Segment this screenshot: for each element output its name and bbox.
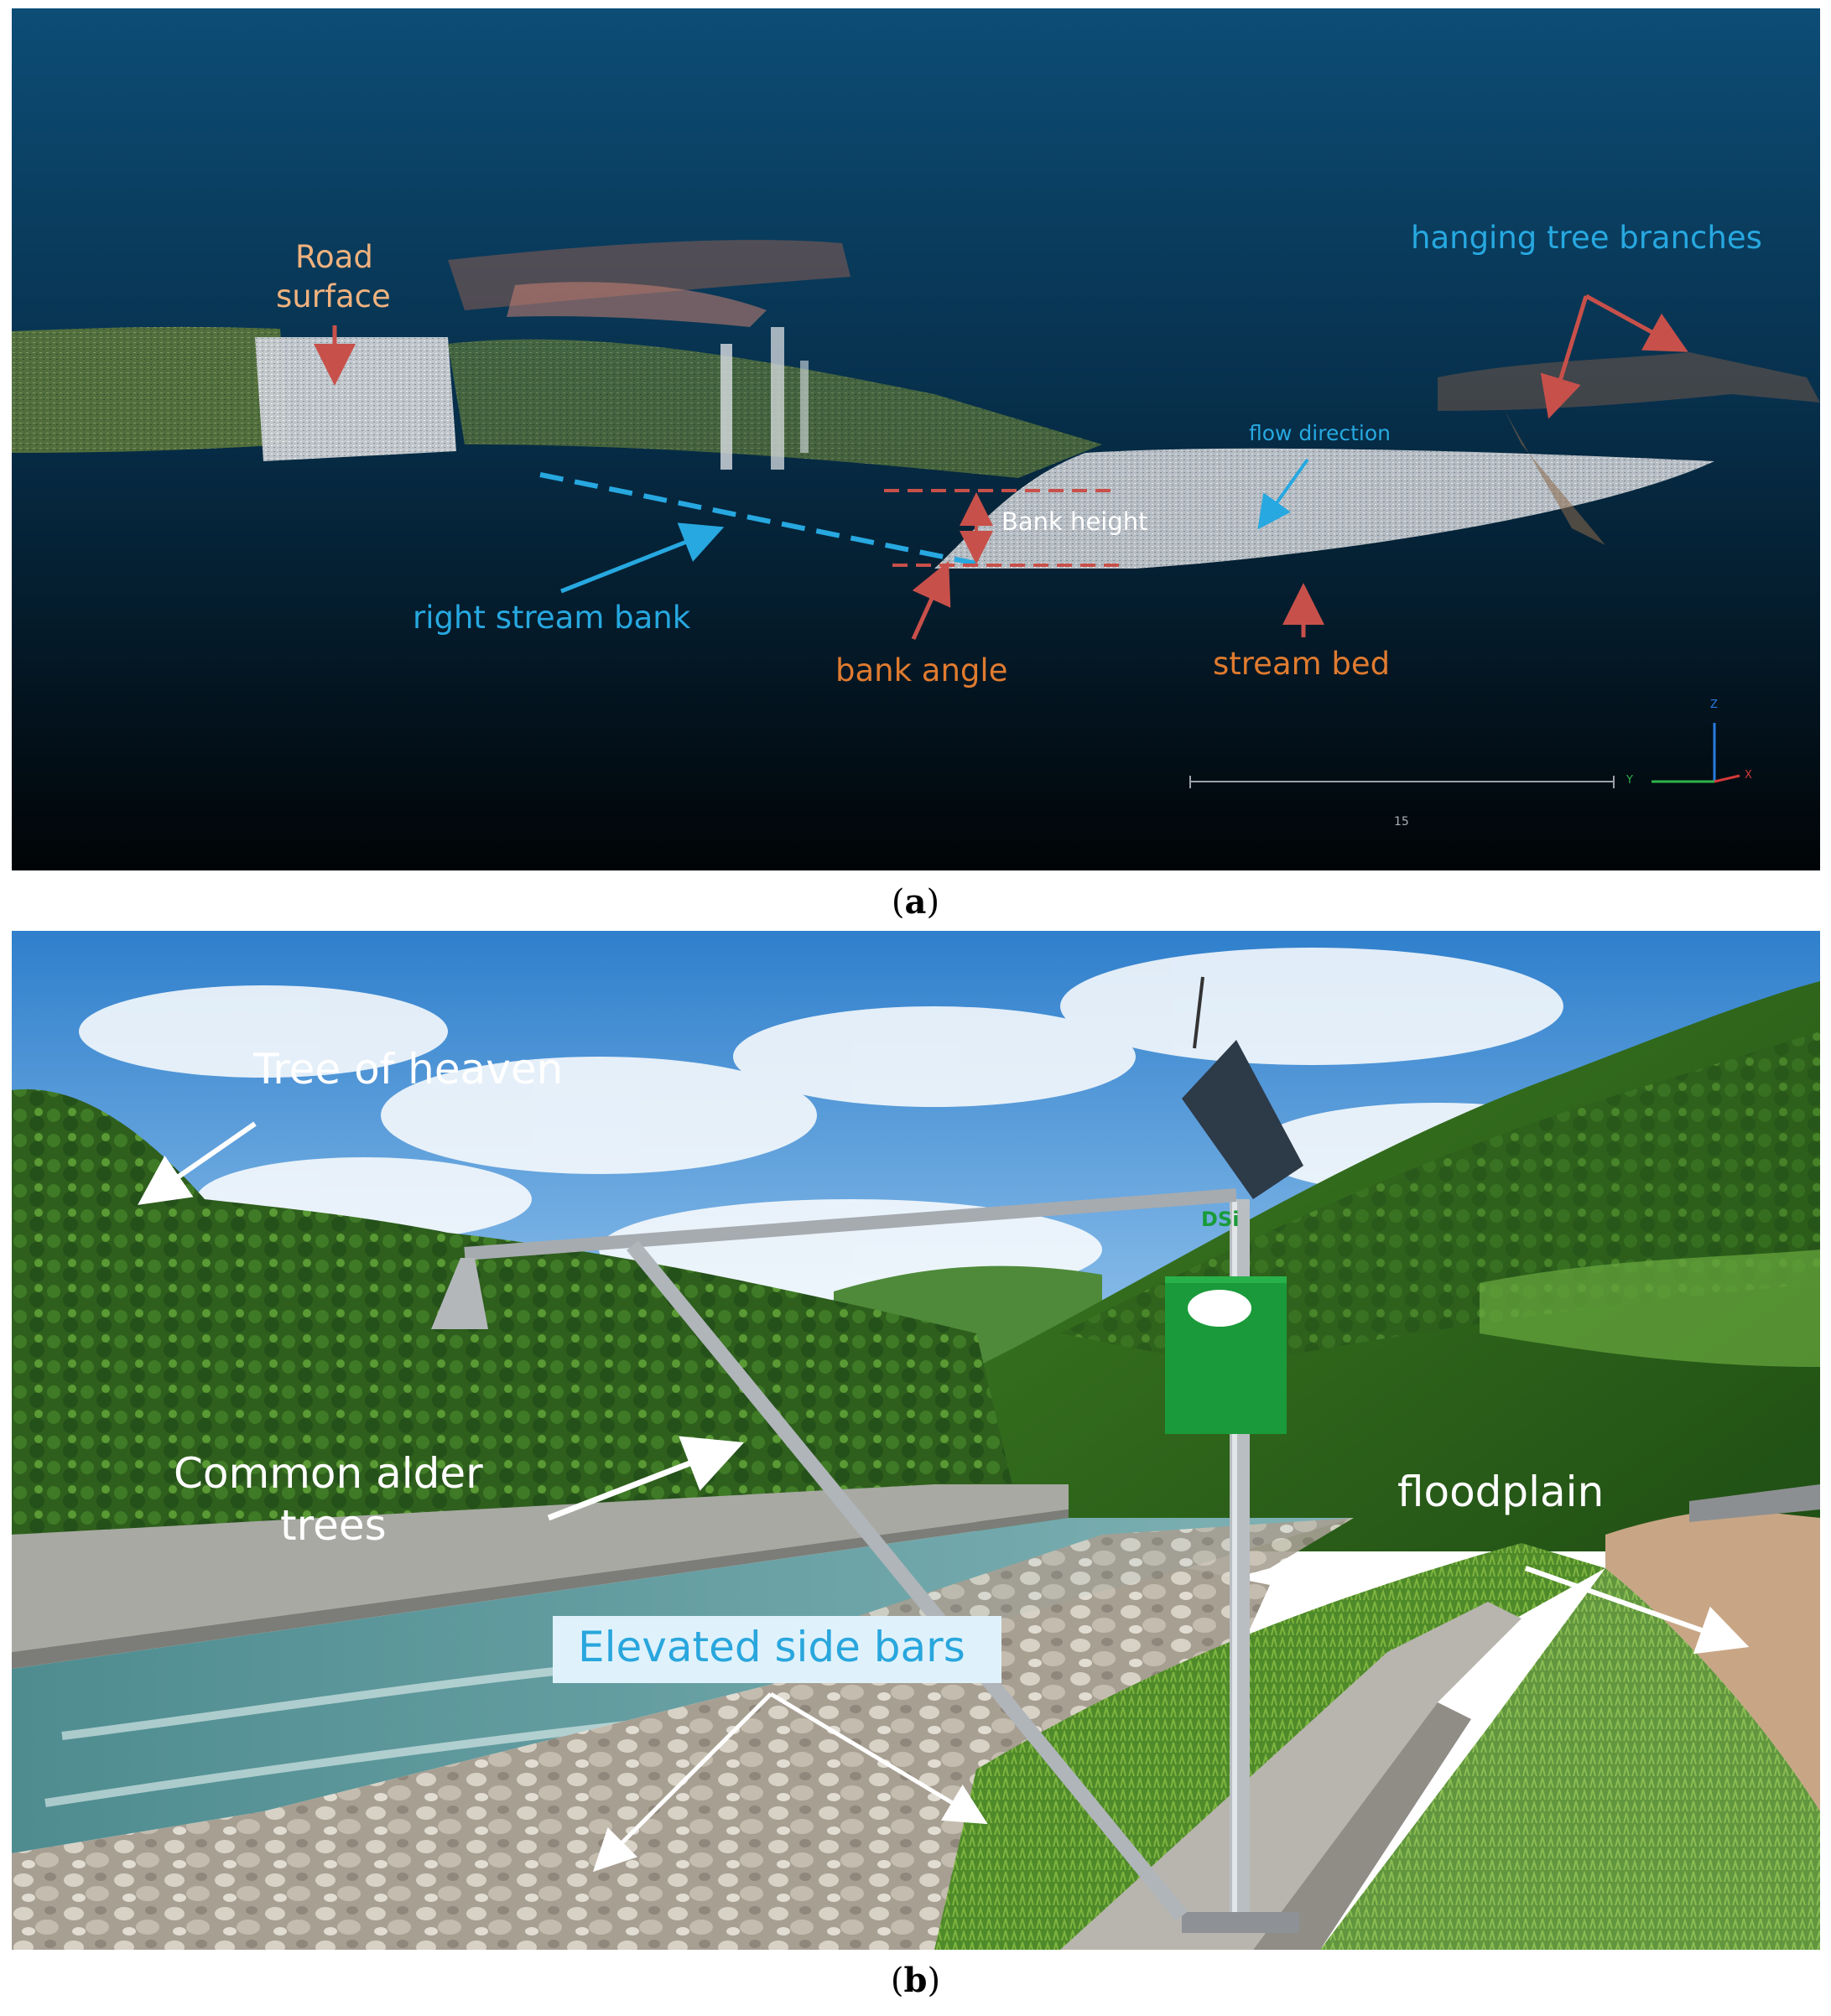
bank-angle-arrow (911, 560, 951, 641)
common-alder-label-line2: trees (280, 1501, 387, 1550)
right-stream-bank-label: right stream bank (413, 600, 691, 636)
point-cloud-image (12, 8, 1820, 870)
bank-angle-label: bank angle (835, 652, 1008, 688)
bank-slope-line (539, 472, 977, 566)
side-bar-arrow-left (592, 1692, 772, 1873)
axis-y-label: Y (1626, 774, 1633, 787)
axis-x-label: X (1745, 769, 1752, 782)
flow-direction-arrow (1257, 458, 1309, 530)
scale-bar-value: 15 (1394, 815, 1409, 829)
tree-of-heaven-arrow (138, 1121, 257, 1205)
right-bank-arrow (560, 522, 725, 594)
flow-direction-label: flow direction (1249, 421, 1391, 445)
road-surface-label-line2: surface (276, 278, 391, 314)
floodplain-arrow (1525, 1566, 1750, 1655)
hanging-branches-arrow (1540, 295, 1589, 419)
axis-gizmo (1652, 723, 1740, 783)
field-photo-image (12, 931, 1820, 1950)
tree-of-heaven-label: Tree of heaven (253, 1045, 564, 1094)
axis-z-label: Z (1710, 699, 1718, 711)
alder-trees-arrow (547, 1436, 745, 1521)
hanging-branches-label: hanging tree branches (1411, 220, 1762, 256)
scale-bar (1189, 776, 1615, 788)
elevated-side-bars-box (553, 1616, 1001, 1683)
caption-a: (a) (891, 882, 940, 922)
elevated-side-bars-label: Elevated side bars (578, 1623, 965, 1671)
field-photo-panel: Tree of heaven Common alder trees floodp… (12, 931, 1820, 1950)
caption-b: (b) (890, 1961, 941, 2000)
point-cloud-panel: Road surface hanging tree branches flow … (12, 8, 1820, 870)
road-surface-label-line1: Road (295, 239, 373, 275)
stream-bed-label: stream bed (1213, 646, 1391, 682)
solar-panel (1182, 1040, 1303, 1199)
equipment-box-logo: DSi (1201, 1208, 1240, 1231)
bank-height-label: Bank height (1001, 507, 1148, 536)
side-bar-arrow-right (769, 1691, 988, 1825)
floodplain-label: floodplain (1397, 1468, 1605, 1516)
common-alder-label-line1: Common alder (174, 1449, 483, 1498)
monitoring-station (431, 976, 1303, 1933)
